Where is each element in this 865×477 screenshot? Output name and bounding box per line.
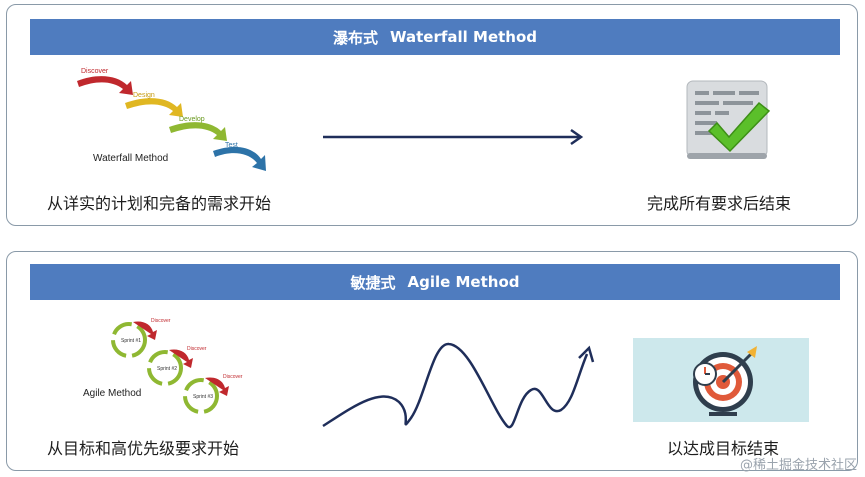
waterfall-banner: 瀑布式 Waterfall Method xyxy=(30,19,840,55)
waterfall-diagram-label: Waterfall Method xyxy=(93,153,168,164)
agile-title-en: Agile Method xyxy=(407,273,520,291)
agile-panel: 敏捷式 Agile Method Sprint #1 Discover Spri… xyxy=(6,251,858,471)
agile-diagram-label: Agile Method xyxy=(83,388,141,399)
waterfall-diagram: Discover Design Develop Test Waterfall M… xyxy=(77,68,266,171)
sprint-loop-3: Sprint #3 Discover xyxy=(183,374,243,414)
waterfall-step-develop xyxy=(169,122,227,141)
stage-label-discover: Discover xyxy=(81,68,109,75)
watermark: @稀土掘金技术社区 xyxy=(739,458,857,473)
waterfall-arrow xyxy=(323,128,584,146)
waterfall-step-discover xyxy=(77,76,133,95)
sprint-discover-3: Discover xyxy=(223,374,243,380)
agile-start-caption: 从目标和高优先级要求开始 xyxy=(47,439,240,458)
sprint-label-1: Sprint #1 xyxy=(121,338,141,344)
sprint-loop-2: Sprint #2 Discover xyxy=(147,346,207,386)
waterfall-start-caption: 从详实的计划和完备的需求开始 xyxy=(47,194,272,213)
sprint-loop-1: Sprint #1 Discover xyxy=(111,318,171,358)
stage-label-test: Test xyxy=(225,142,238,149)
document-check-icon xyxy=(686,80,771,159)
waterfall-title-en: Waterfall Method xyxy=(389,28,538,46)
stage-label-design: Design xyxy=(133,92,155,99)
agile-wavy-arrow xyxy=(322,342,595,429)
waterfall-step-design xyxy=(125,98,183,117)
waterfall-panel: 瀑布式 Waterfall Method Discover Design Dev… xyxy=(6,4,858,226)
waterfall-step-test xyxy=(213,146,266,171)
agile-end-caption: 以达成目标结束 xyxy=(667,439,780,458)
waterfall-end-caption: 完成所有要求后结束 xyxy=(647,194,792,213)
sprint-discover-1: Discover xyxy=(151,318,171,324)
sprint-discover-2: Discover xyxy=(187,346,207,352)
agile-diagram: Sprint #1 Discover Sprint #2 Discover Sp… xyxy=(83,318,243,414)
sprint-label-3: Sprint #3 xyxy=(193,394,213,400)
target-bullseye-icon xyxy=(633,338,809,422)
agile-title-cn: 敏捷式 xyxy=(350,273,396,292)
waterfall-title-cn: 瀑布式 xyxy=(332,28,378,47)
stage-label-develop: Develop xyxy=(179,116,205,123)
sprint-label-2: Sprint #2 xyxy=(157,366,177,372)
agile-banner: 敏捷式 Agile Method xyxy=(30,264,840,300)
